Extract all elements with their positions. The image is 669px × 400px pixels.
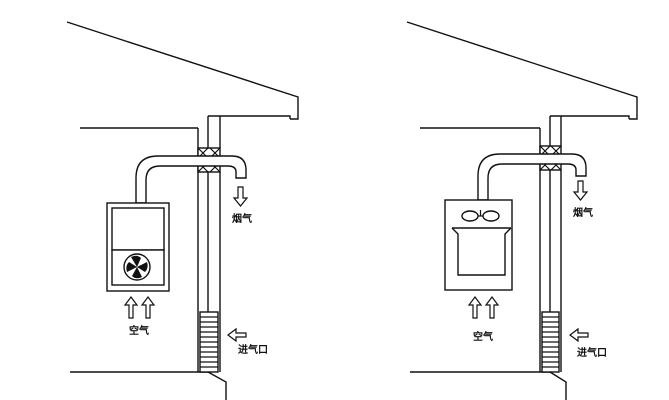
flue-gas-label: 烟气 — [573, 206, 593, 219]
air-label: 空气 — [129, 324, 149, 337]
exhaust-pipe — [477, 153, 587, 201]
air-inlet-grille — [541, 311, 560, 373]
up-arrow-icon — [467, 296, 500, 319]
left-arrow-icon — [227, 327, 247, 343]
air-inlet-label: 进气口 — [238, 343, 268, 356]
roof — [406, 21, 638, 146]
roof — [66, 21, 299, 148]
wall — [539, 128, 567, 400]
left-diagram: 烟气 空气 进气口 — [66, 21, 299, 400]
down-arrow-icon — [572, 180, 589, 201]
up-arrow-icon — [123, 296, 156, 319]
heater-body — [444, 199, 513, 291]
left-arrow-icon — [569, 327, 589, 343]
air-inlet-grille — [199, 311, 219, 373]
exhaust-pipe — [135, 155, 247, 204]
down-arrow-icon — [232, 186, 249, 207]
air-label: 空气 — [473, 330, 493, 343]
fan-icon — [461, 210, 500, 222]
fan-icon — [123, 253, 151, 281]
air-inlet-label: 进气口 — [577, 346, 607, 359]
flue-gas-label: 烟气 — [232, 212, 252, 225]
right-diagram: 烟气 空气 进气口 — [406, 21, 638, 400]
